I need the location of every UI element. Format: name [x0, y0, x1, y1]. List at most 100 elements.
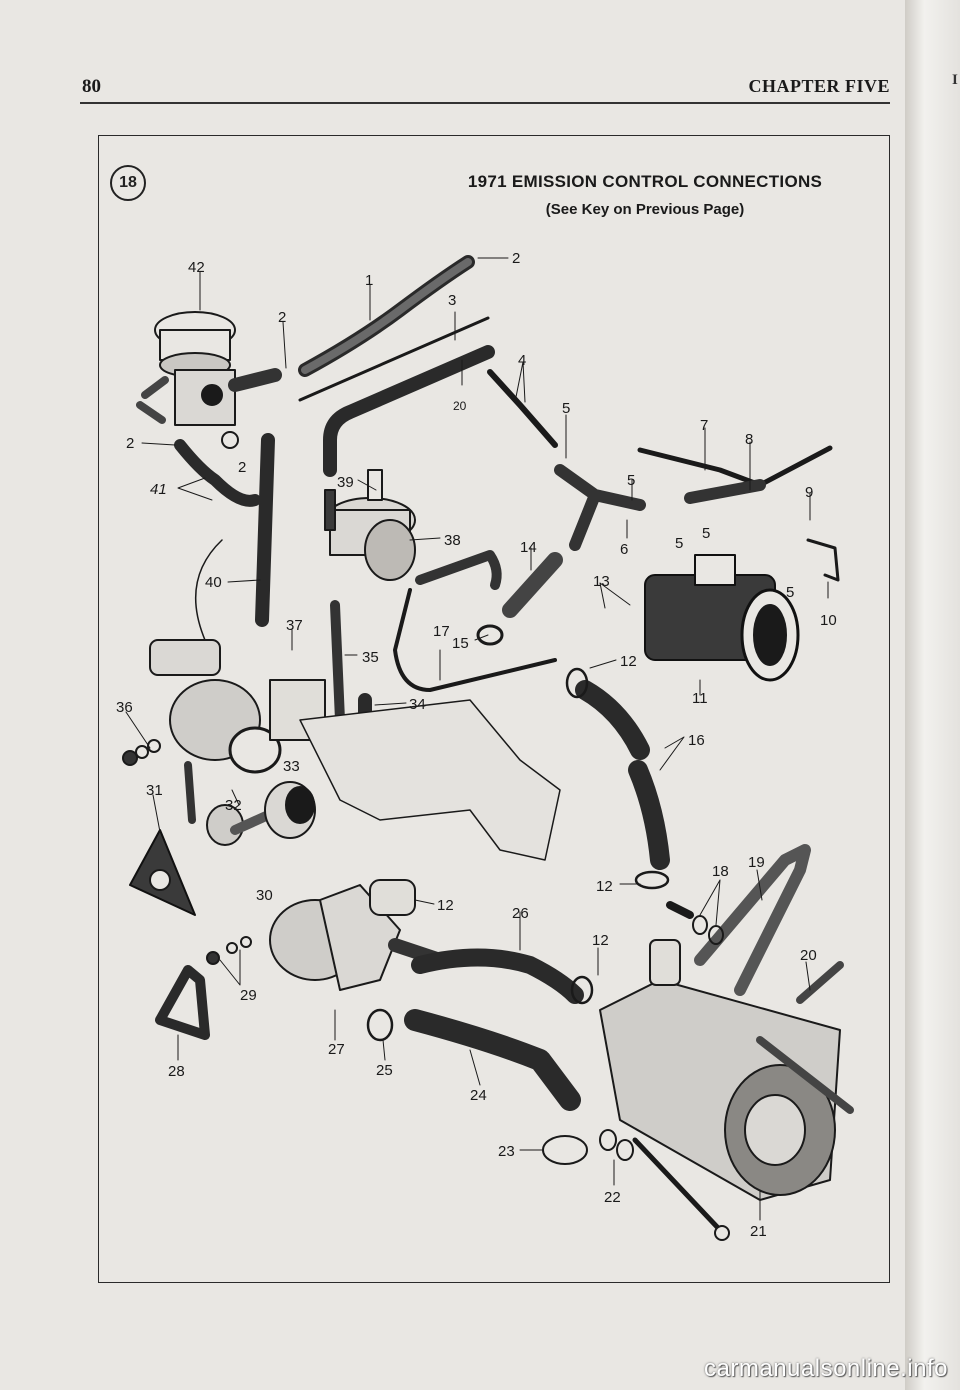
callout-36: 36	[116, 699, 133, 716]
callout-17: 17	[433, 623, 450, 640]
washers-part-22	[599, 1129, 634, 1161]
callout-22: 22	[604, 1189, 621, 1206]
callout-9: 9	[805, 484, 813, 501]
bracket-part-19	[694, 844, 811, 996]
callout-40: 40	[205, 574, 222, 591]
callout-5: 5	[702, 525, 710, 542]
callout-2: 2	[238, 459, 246, 476]
tube-part-32	[184, 761, 196, 824]
callout-24: 24	[470, 1087, 487, 1104]
callout-2: 2	[278, 309, 286, 326]
hose-part-40	[255, 433, 275, 627]
bracket-part-10	[806, 538, 840, 582]
callout-12: 12	[596, 878, 613, 895]
wire	[194, 539, 223, 641]
page-number: 80	[82, 76, 101, 97]
callout-28: 28	[168, 1063, 185, 1080]
callout-12: 12	[592, 932, 609, 949]
figure-subtitle: (See Key on Previous Page)	[545, 201, 745, 218]
ring-part-15	[476, 624, 504, 646]
callout-5: 5	[786, 584, 794, 601]
hose-part-28	[155, 965, 210, 1040]
hose-part-24	[404, 1009, 581, 1111]
edge-letter: I	[952, 72, 958, 88]
callout-31: 31	[146, 782, 163, 799]
callout-38: 38	[444, 532, 461, 549]
callout-29: 29	[240, 987, 257, 1004]
callout-13: 13	[593, 573, 610, 590]
header-rule	[80, 102, 890, 104]
callout-20: 20	[453, 399, 467, 413]
callout-15: 15	[452, 635, 469, 652]
callout-1: 1	[365, 272, 373, 289]
pump-housing-part-21	[599, 939, 841, 1201]
callout-16: 16	[688, 732, 705, 749]
figure-frame	[98, 135, 890, 1283]
y-joint-part-6	[554, 464, 646, 551]
clamp-part-25	[366, 1008, 394, 1042]
figure-title: 1971 EMISSION CONTROL CONNECTIONS	[467, 172, 823, 191]
nuts-part-29	[206, 936, 252, 965]
air-pump-part-27	[269, 879, 447, 991]
tube-part-17	[393, 588, 557, 692]
canister-part-11	[644, 554, 800, 682]
callout-39: 39	[337, 474, 354, 491]
hose-part-26	[411, 948, 584, 1004]
vacuum-unit-part-38	[324, 469, 416, 581]
callout-14: 14	[520, 539, 537, 556]
tube-part-7	[637, 445, 833, 488]
callout-6: 6	[620, 541, 628, 558]
callout-32: 32	[225, 797, 242, 814]
bolt-part-21	[632, 1137, 723, 1233]
chapter-heading: CHAPTER FIVE	[748, 76, 890, 96]
callout-2: 2	[126, 435, 134, 452]
callout-35: 35	[362, 649, 379, 666]
callout-20: 20	[800, 947, 817, 964]
callout-25: 25	[376, 1062, 393, 1079]
tube-part-35	[330, 600, 345, 725]
callout-26: 26	[512, 905, 529, 922]
callout-19: 19	[748, 854, 765, 871]
bar-part-20-lower	[756, 961, 854, 1114]
callout-2: 2	[512, 250, 520, 267]
callout-37: 37	[286, 617, 303, 634]
callout-3: 3	[448, 292, 456, 309]
callout-8: 8	[745, 431, 753, 448]
callout-27: 27	[328, 1041, 345, 1058]
callout-23: 23	[498, 1143, 515, 1160]
callout-12: 12	[437, 897, 454, 914]
hose-part-20-upper	[323, 345, 495, 477]
leader-lines	[125, 257, 829, 1221]
nuts-part-36	[122, 739, 161, 766]
fitting-part-14	[502, 552, 563, 618]
sleeve-part-23	[542, 1135, 588, 1165]
valve-part-42	[136, 311, 282, 449]
hose-part-41	[174, 439, 261, 507]
callout-18: 18	[712, 863, 729, 880]
hose-part-16	[575, 680, 650, 760]
tube-part-4	[487, 369, 558, 448]
pump-assembly-part-33	[149, 639, 561, 861]
book-spine	[905, 0, 960, 1390]
tube-part-3	[298, 316, 490, 402]
callout-5: 5	[675, 535, 683, 552]
callout-21: 21	[750, 1223, 767, 1240]
callout-41: 41	[150, 481, 167, 498]
watermark: carmanualsonline.info	[704, 1355, 948, 1382]
callout-5: 5	[562, 400, 570, 417]
hose-part-8	[684, 479, 766, 504]
callout-12: 12	[620, 653, 637, 670]
callout-42: 42	[188, 259, 205, 276]
figure-number-badge: 18	[110, 165, 146, 201]
callout-10: 10	[820, 612, 837, 629]
callout-5: 5	[627, 472, 635, 489]
callout-7: 7	[700, 417, 708, 434]
clamp-part-12	[565, 667, 589, 699]
callout-11: 11	[692, 690, 708, 707]
callout-34: 34	[409, 696, 426, 713]
callout-30: 30	[256, 887, 273, 904]
callout-33: 33	[283, 758, 300, 775]
bolt-part-18	[666, 901, 724, 945]
pulley-part-30	[206, 781, 316, 846]
